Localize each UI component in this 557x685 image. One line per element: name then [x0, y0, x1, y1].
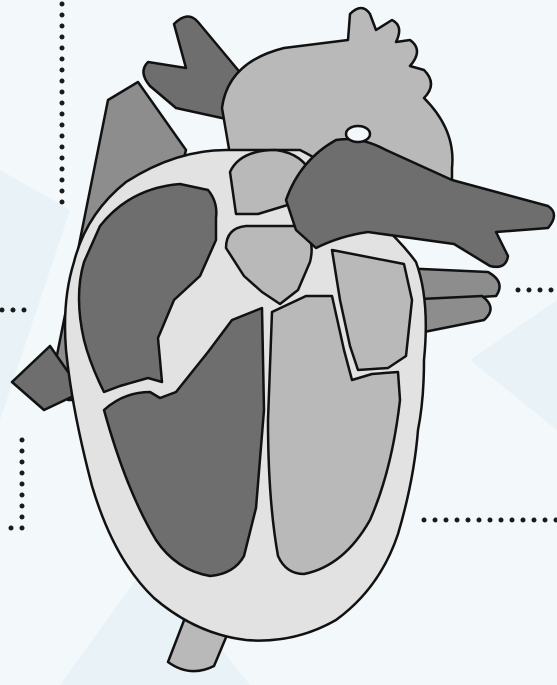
aorta-opening [346, 126, 370, 142]
